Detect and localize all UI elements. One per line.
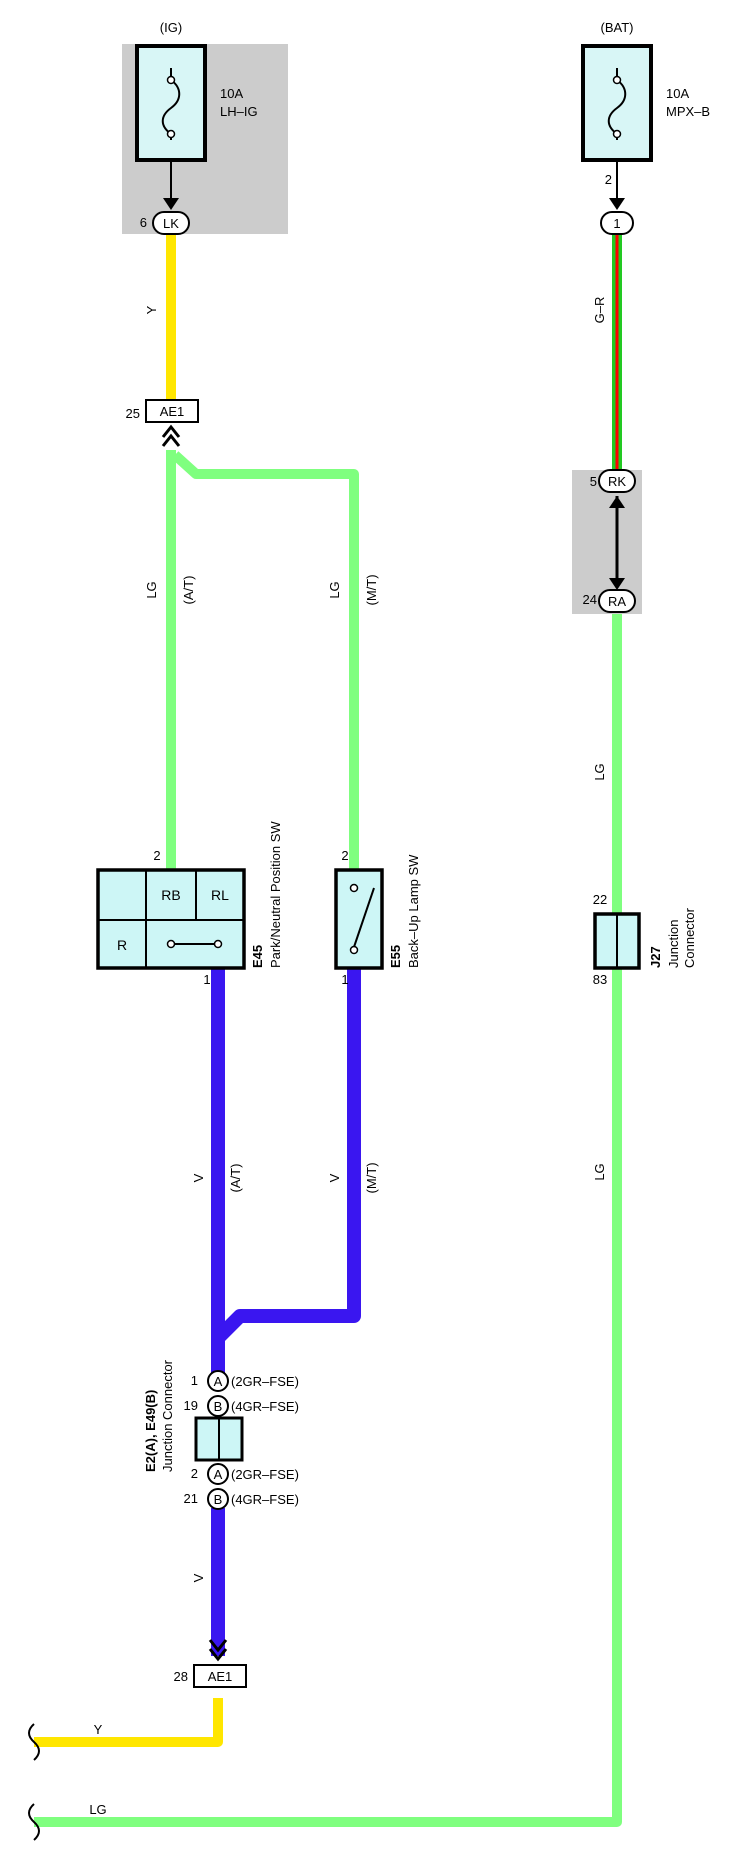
- ae1-bottom-chevron-icon: [208, 1639, 228, 1662]
- e2-e49-pin-21: 21 B (4GR–FSE): [184, 1488, 299, 1510]
- ae1-top-connector: [145, 399, 199, 423]
- ra-arrow-icon: [609, 578, 625, 590]
- wire-break-lg: [28, 1803, 40, 1841]
- e2-e49-connector-body: [194, 1416, 244, 1462]
- wire-lg-mt: [171, 451, 359, 870]
- fuse-bat-rating: 10A: [666, 86, 689, 101]
- e2-e49-code: E2(A), E49(B): [143, 1390, 158, 1472]
- e2-e49-pin-1: 1 A (2GR–FSE): [191, 1370, 299, 1392]
- wire-break-y: [28, 1723, 40, 1761]
- lk-terminal: [152, 211, 190, 235]
- fuse-bat-box: [581, 44, 653, 162]
- j27-connector: [593, 912, 641, 970]
- e45-cell-r: R: [117, 937, 127, 953]
- ra-terminal: [598, 589, 636, 613]
- wire-label-v-at: V: [191, 1173, 206, 1182]
- e45-pin-bottom: 1: [203, 972, 210, 987]
- wire-label-at-bottom: (A/T): [228, 1164, 243, 1193]
- e45-pin-top: 2: [153, 848, 160, 863]
- e2-e49-pin-2: 2 A (2GR–FSE): [191, 1463, 299, 1485]
- fuse-bat-arrow-icon: [609, 198, 625, 210]
- wire-label-lg-mt: LG: [327, 581, 342, 598]
- wire-label-mt-top: (M/T): [364, 574, 379, 605]
- j27-name-line1: Junction: [666, 920, 681, 968]
- e2-pin-number: 21: [184, 1491, 198, 1506]
- fuse-ig-box: [135, 44, 207, 162]
- rk-terminal: [598, 469, 636, 493]
- fuse-ig-bottom-node: [166, 129, 176, 139]
- j27-code: J27: [648, 946, 663, 968]
- e55-switch: [334, 868, 384, 970]
- e45-code: E45: [250, 945, 265, 968]
- e45-name: Park/Neutral Position SW: [268, 821, 283, 968]
- e2-pin-letter: A: [214, 1467, 223, 1482]
- fuse-ig-rating: 10A: [220, 86, 243, 101]
- wire-label-v-mt: V: [327, 1173, 342, 1182]
- e55-code: E55: [388, 945, 403, 968]
- wire-label-at-top: (A/T): [181, 576, 196, 605]
- fuse-bat-icon: [607, 68, 627, 140]
- bat-supply-label: (BAT): [601, 20, 634, 35]
- e45-switch: RB RL R: [96, 868, 246, 970]
- fuse-ig-icon: [161, 68, 181, 140]
- ae1-bottom-connector: [193, 1664, 247, 1688]
- fuse-ig-arrow-icon: [163, 198, 179, 210]
- ae1-top-pin: 25: [126, 406, 140, 421]
- fuse-bat-bottom-node: [612, 129, 622, 139]
- lk-pin: 6: [140, 215, 147, 230]
- fuse-bat-top-node: [612, 75, 622, 85]
- bat-out-label: 1: [613, 216, 620, 231]
- ae1-bottom-pin: 28: [174, 1669, 188, 1684]
- rk-pin: 5: [590, 474, 597, 489]
- ae1-top-label: AE1: [160, 404, 185, 419]
- wire-label-lg-right-2: LG: [592, 1163, 607, 1180]
- fuse-bat-name: MPX–B: [666, 104, 710, 119]
- j27-pin-bottom: 83: [593, 972, 607, 987]
- fuse-ig-name: LH–IG: [220, 104, 258, 119]
- e2-e49-pin-19: 19 B (4GR–FSE): [184, 1395, 299, 1417]
- bat-out-terminal: [600, 211, 634, 235]
- wire-label-gr: G–R: [592, 297, 607, 324]
- wire-v-mt: [213, 968, 361, 1343]
- rk-label: RK: [608, 474, 626, 489]
- wire-lg-right: [34, 614, 622, 1827]
- wire-label-lg-at: LG: [144, 581, 159, 598]
- e2-pin-letter: A: [214, 1374, 223, 1389]
- e2-pin-number: 1: [191, 1373, 198, 1388]
- j27-name-line2: Connector: [682, 907, 697, 968]
- e2-e49-name: Junction Connector: [160, 1359, 175, 1472]
- wire-label-mt-bottom: (M/T): [364, 1162, 379, 1193]
- e2-pin-number: 19: [184, 1398, 198, 1413]
- ae1-bottom-label: AE1: [208, 1669, 233, 1684]
- e2-pin-variant: (2GR–FSE): [231, 1374, 299, 1389]
- e2-pin-letter: B: [214, 1492, 223, 1507]
- ra-label: RA: [608, 594, 626, 609]
- e45-cell-rl: RL: [211, 887, 229, 903]
- wire-label-y-top: Y: [144, 305, 159, 314]
- ig-supply-label: (IG): [160, 20, 182, 35]
- rk-arrow-icon: [609, 496, 625, 508]
- wire-label-v-bottom: V: [191, 1573, 206, 1582]
- ae1-top-chevron-icon: [161, 424, 181, 447]
- bat-fuse-pin: 2: [605, 172, 612, 187]
- e45-cell-rb: RB: [161, 887, 180, 903]
- ra-pin: 24: [583, 592, 597, 607]
- lk-label: LK: [163, 216, 179, 231]
- e55-pin-top: 2: [341, 848, 348, 863]
- e2-pin-variant: (2GR–FSE): [231, 1467, 299, 1482]
- e2-pin-letter: B: [214, 1399, 223, 1414]
- e55-pin-bottom: 1: [341, 972, 348, 987]
- wire-label-lg-bottom: LG: [89, 1802, 106, 1817]
- wire-label-lg-right-1: LG: [592, 763, 607, 780]
- e55-name: Back–Up Lamp SW: [406, 854, 421, 968]
- wire-label-y-bottom: Y: [94, 1722, 103, 1737]
- fuse-ig-top-node: [166, 75, 176, 85]
- e2-pin-variant: (4GR–FSE): [231, 1399, 299, 1414]
- e2-pin-variant: (4GR–FSE): [231, 1492, 299, 1507]
- j27-pin-top: 22: [593, 892, 607, 907]
- wire-y-bottom: [34, 1698, 223, 1747]
- e2-pin-number: 2: [191, 1466, 198, 1481]
